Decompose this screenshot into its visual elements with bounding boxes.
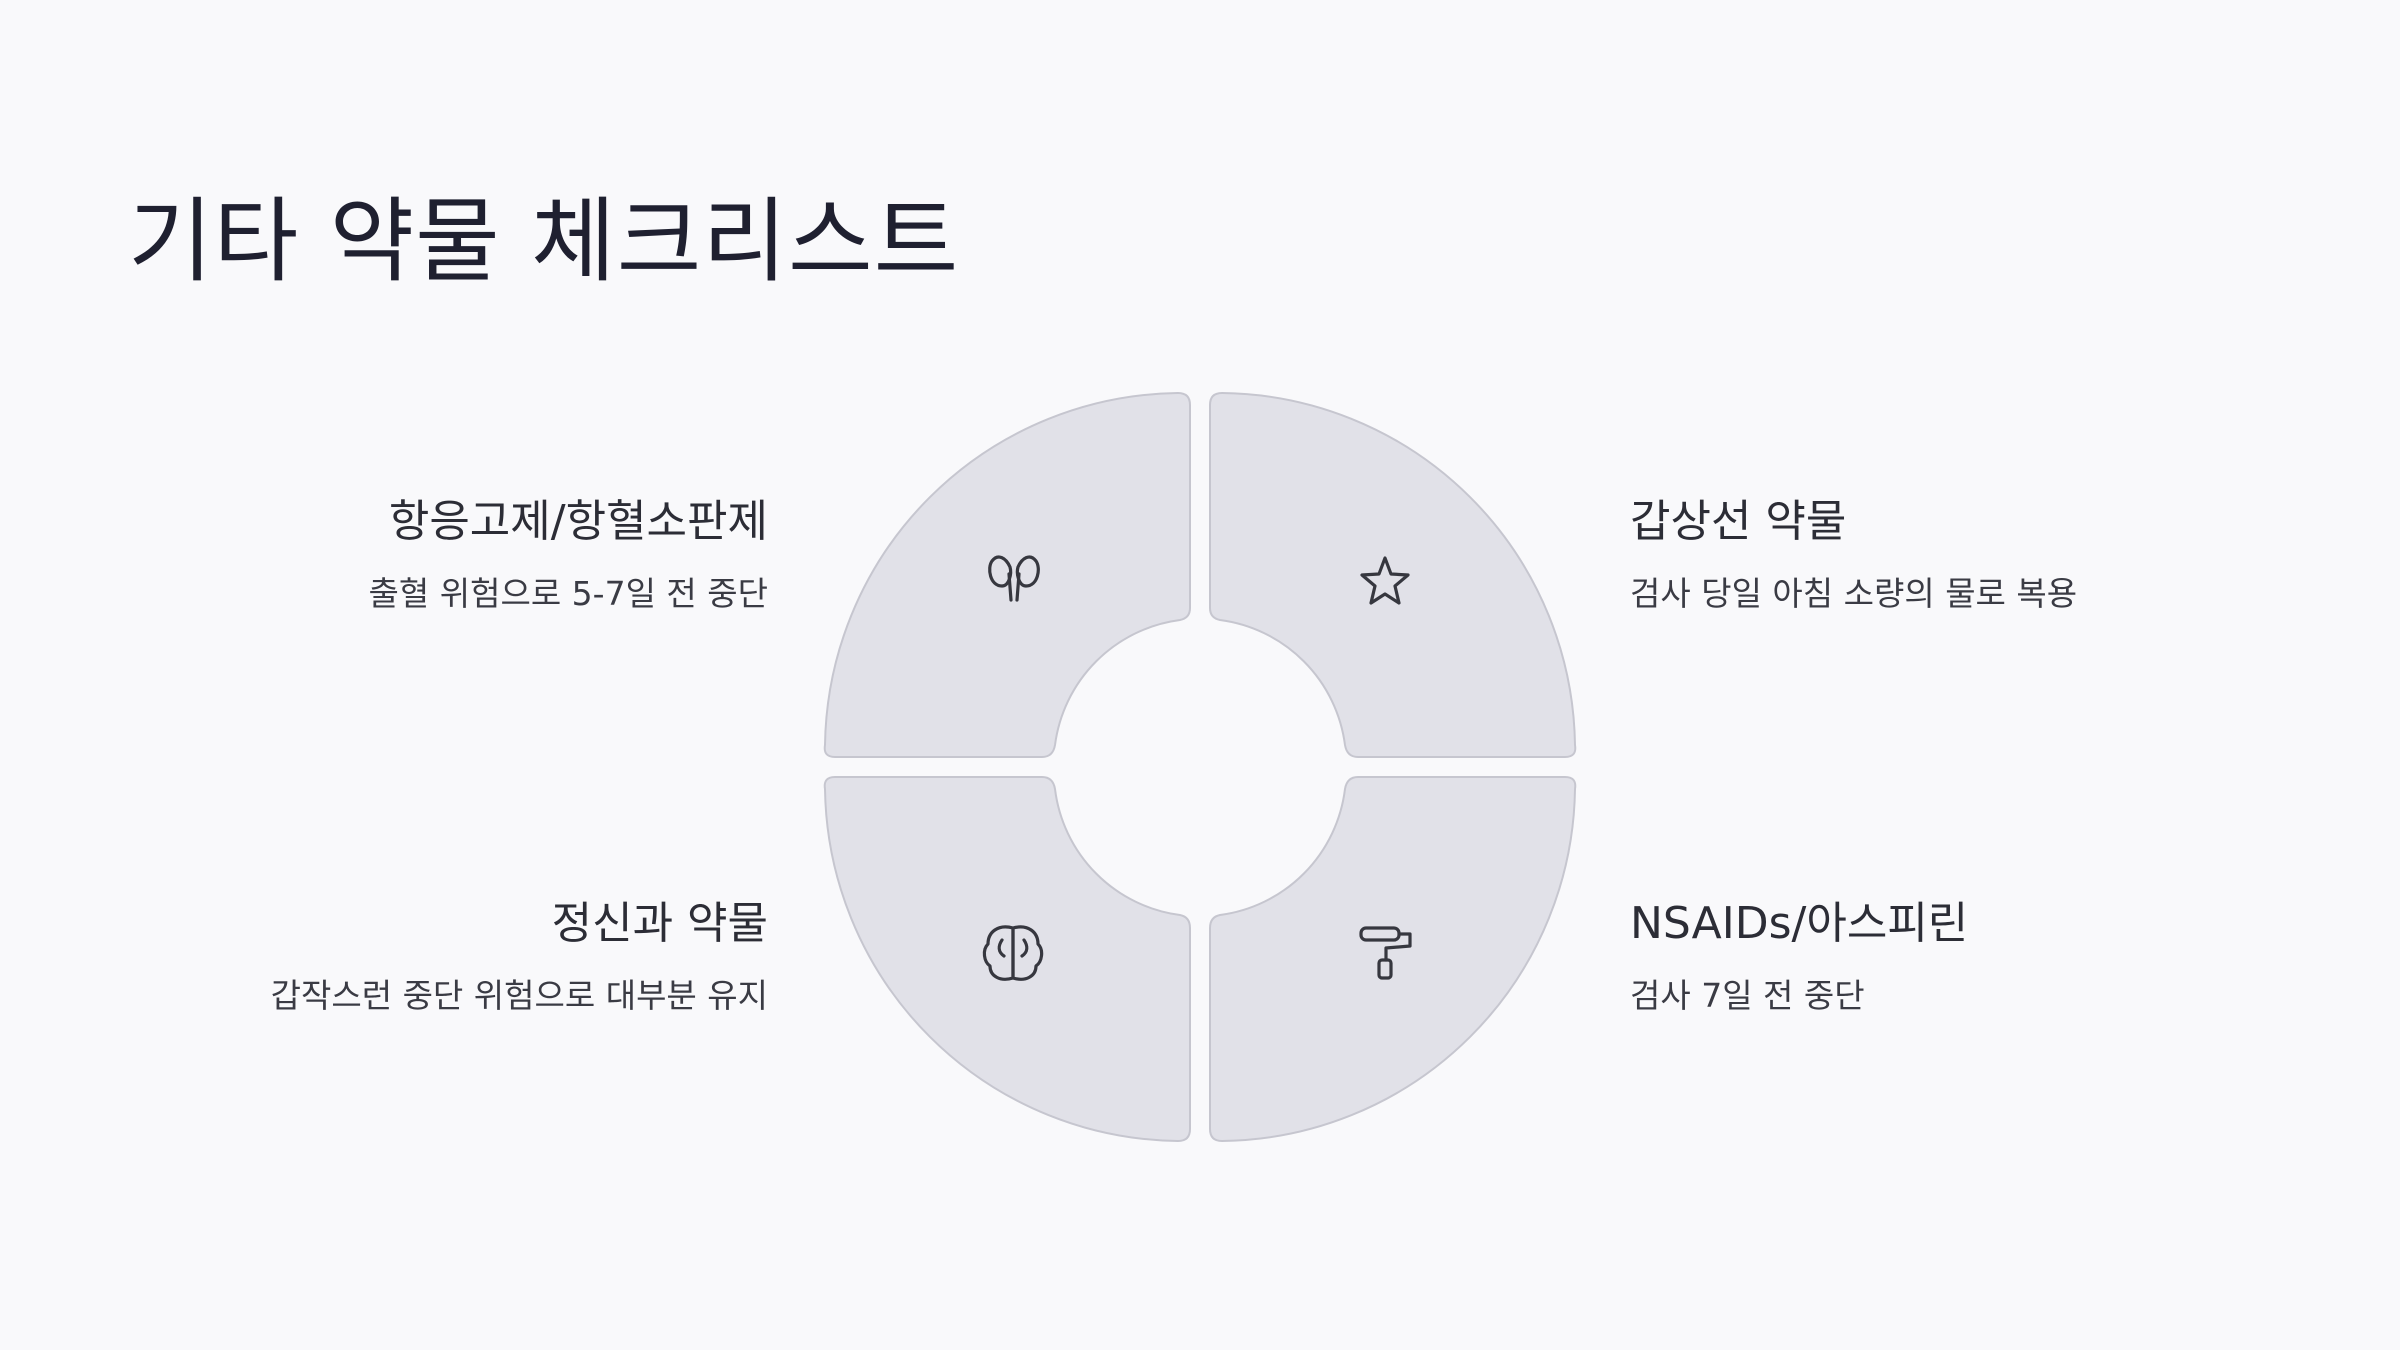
segment-bottom-right <box>1209 776 1577 1143</box>
item-psychiatric: 정신과 약물 갑작스런 중단 위험으로 대부분 유지 <box>168 898 768 1015</box>
segment-top-left <box>823 391 1191 758</box>
kidneys-icon <box>988 555 1040 602</box>
item-title: 갑상선 약물 <box>1630 496 1847 547</box>
item-description: 출혈 위험으로 5-7일 전 중단 <box>368 573 768 613</box>
item-title: 항응고제/항혈소판제 <box>388 496 768 547</box>
segment-bottom-left <box>823 776 1191 1143</box>
item-title: NSAIDs/아스피린 <box>1630 898 1969 949</box>
star-icon <box>1360 556 1410 605</box>
item-anticoagulants: 항응고제/항혈소판제 출혈 위험으로 5-7일 전 중단 <box>168 496 768 613</box>
segment-top-right <box>1209 391 1577 758</box>
item-description: 검사 당일 아침 소량의 물로 복용 <box>1630 573 2078 613</box>
item-thyroid: 갑상선 약물 검사 당일 아침 소량의 물로 복용 <box>1630 496 2230 613</box>
item-description: 검사 7일 전 중단 <box>1630 975 1865 1015</box>
paint-roller-icon <box>1359 926 1412 980</box>
item-description: 갑작스런 중단 위험으로 대부분 유지 <box>270 975 768 1015</box>
item-title: 정신과 약물 <box>551 898 768 949</box>
brain-icon <box>982 925 1044 981</box>
page-title: 기타 약물 체크리스트 <box>128 188 960 295</box>
item-nsaids: NSAIDs/아스피린 검사 7일 전 중단 <box>1630 898 2230 1015</box>
